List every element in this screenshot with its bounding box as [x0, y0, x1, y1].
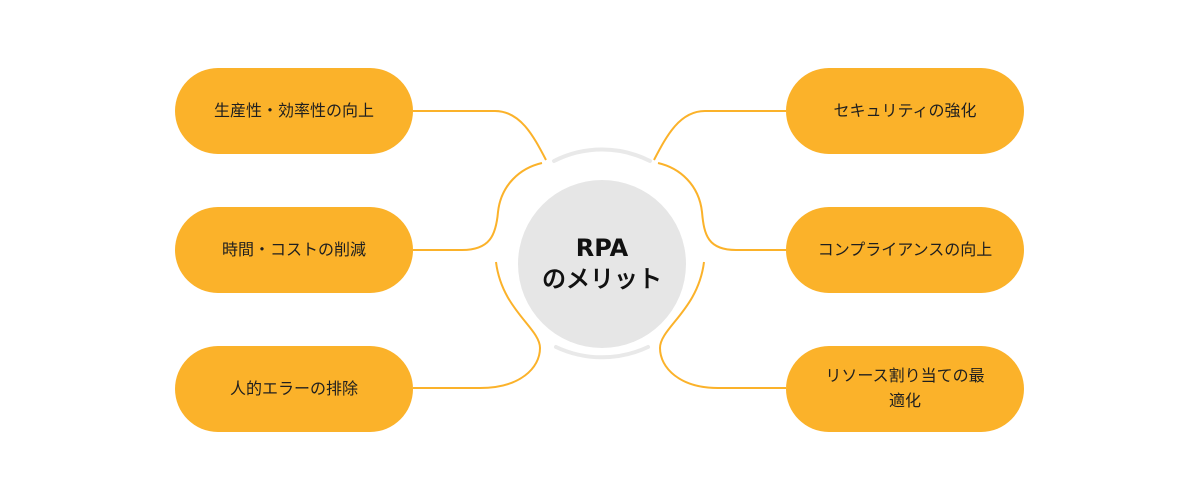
- center-hub: RPA のメリット: [518, 180, 686, 348]
- connector-right-2: [657, 162, 786, 251]
- connector-left-2: [413, 162, 543, 251]
- benefit-label: コンプライアンスの向上: [817, 239, 993, 259]
- benefit-pill-resource: リソース割り当ての最 適化: [786, 346, 1024, 432]
- benefit-pill-productivity: 生産性・効率性の向上: [175, 68, 413, 154]
- connector-right-1: [653, 110, 786, 161]
- hub-ring-bottom-arc: [554, 345, 650, 360]
- benefit-label: リソース割り当ての最 適化: [825, 366, 985, 410]
- hub-ring-top-arc: [552, 147, 652, 163]
- benefit-label: 生産性・効率性の向上: [213, 100, 374, 120]
- connector-right-3: [658, 261, 786, 389]
- benefit-pill-error: 人的エラーの排除: [175, 346, 413, 432]
- center-title-line1: RPA: [575, 233, 629, 262]
- connector-left-3: [413, 261, 542, 389]
- benefit-pill-cost: 時間・コストの削減: [175, 207, 413, 293]
- benefit-pill-compliance: コンプライアンスの向上: [786, 207, 1024, 293]
- connector-left-1: [413, 110, 547, 161]
- benefit-label: セキュリティの強化: [833, 100, 977, 120]
- benefit-label: 人的エラーの排除: [229, 378, 358, 398]
- benefit-pill-security: セキュリティの強化: [786, 68, 1024, 154]
- center-title-line2: のメリット: [542, 265, 662, 293]
- benefit-label: 時間・コストの削減: [221, 239, 366, 259]
